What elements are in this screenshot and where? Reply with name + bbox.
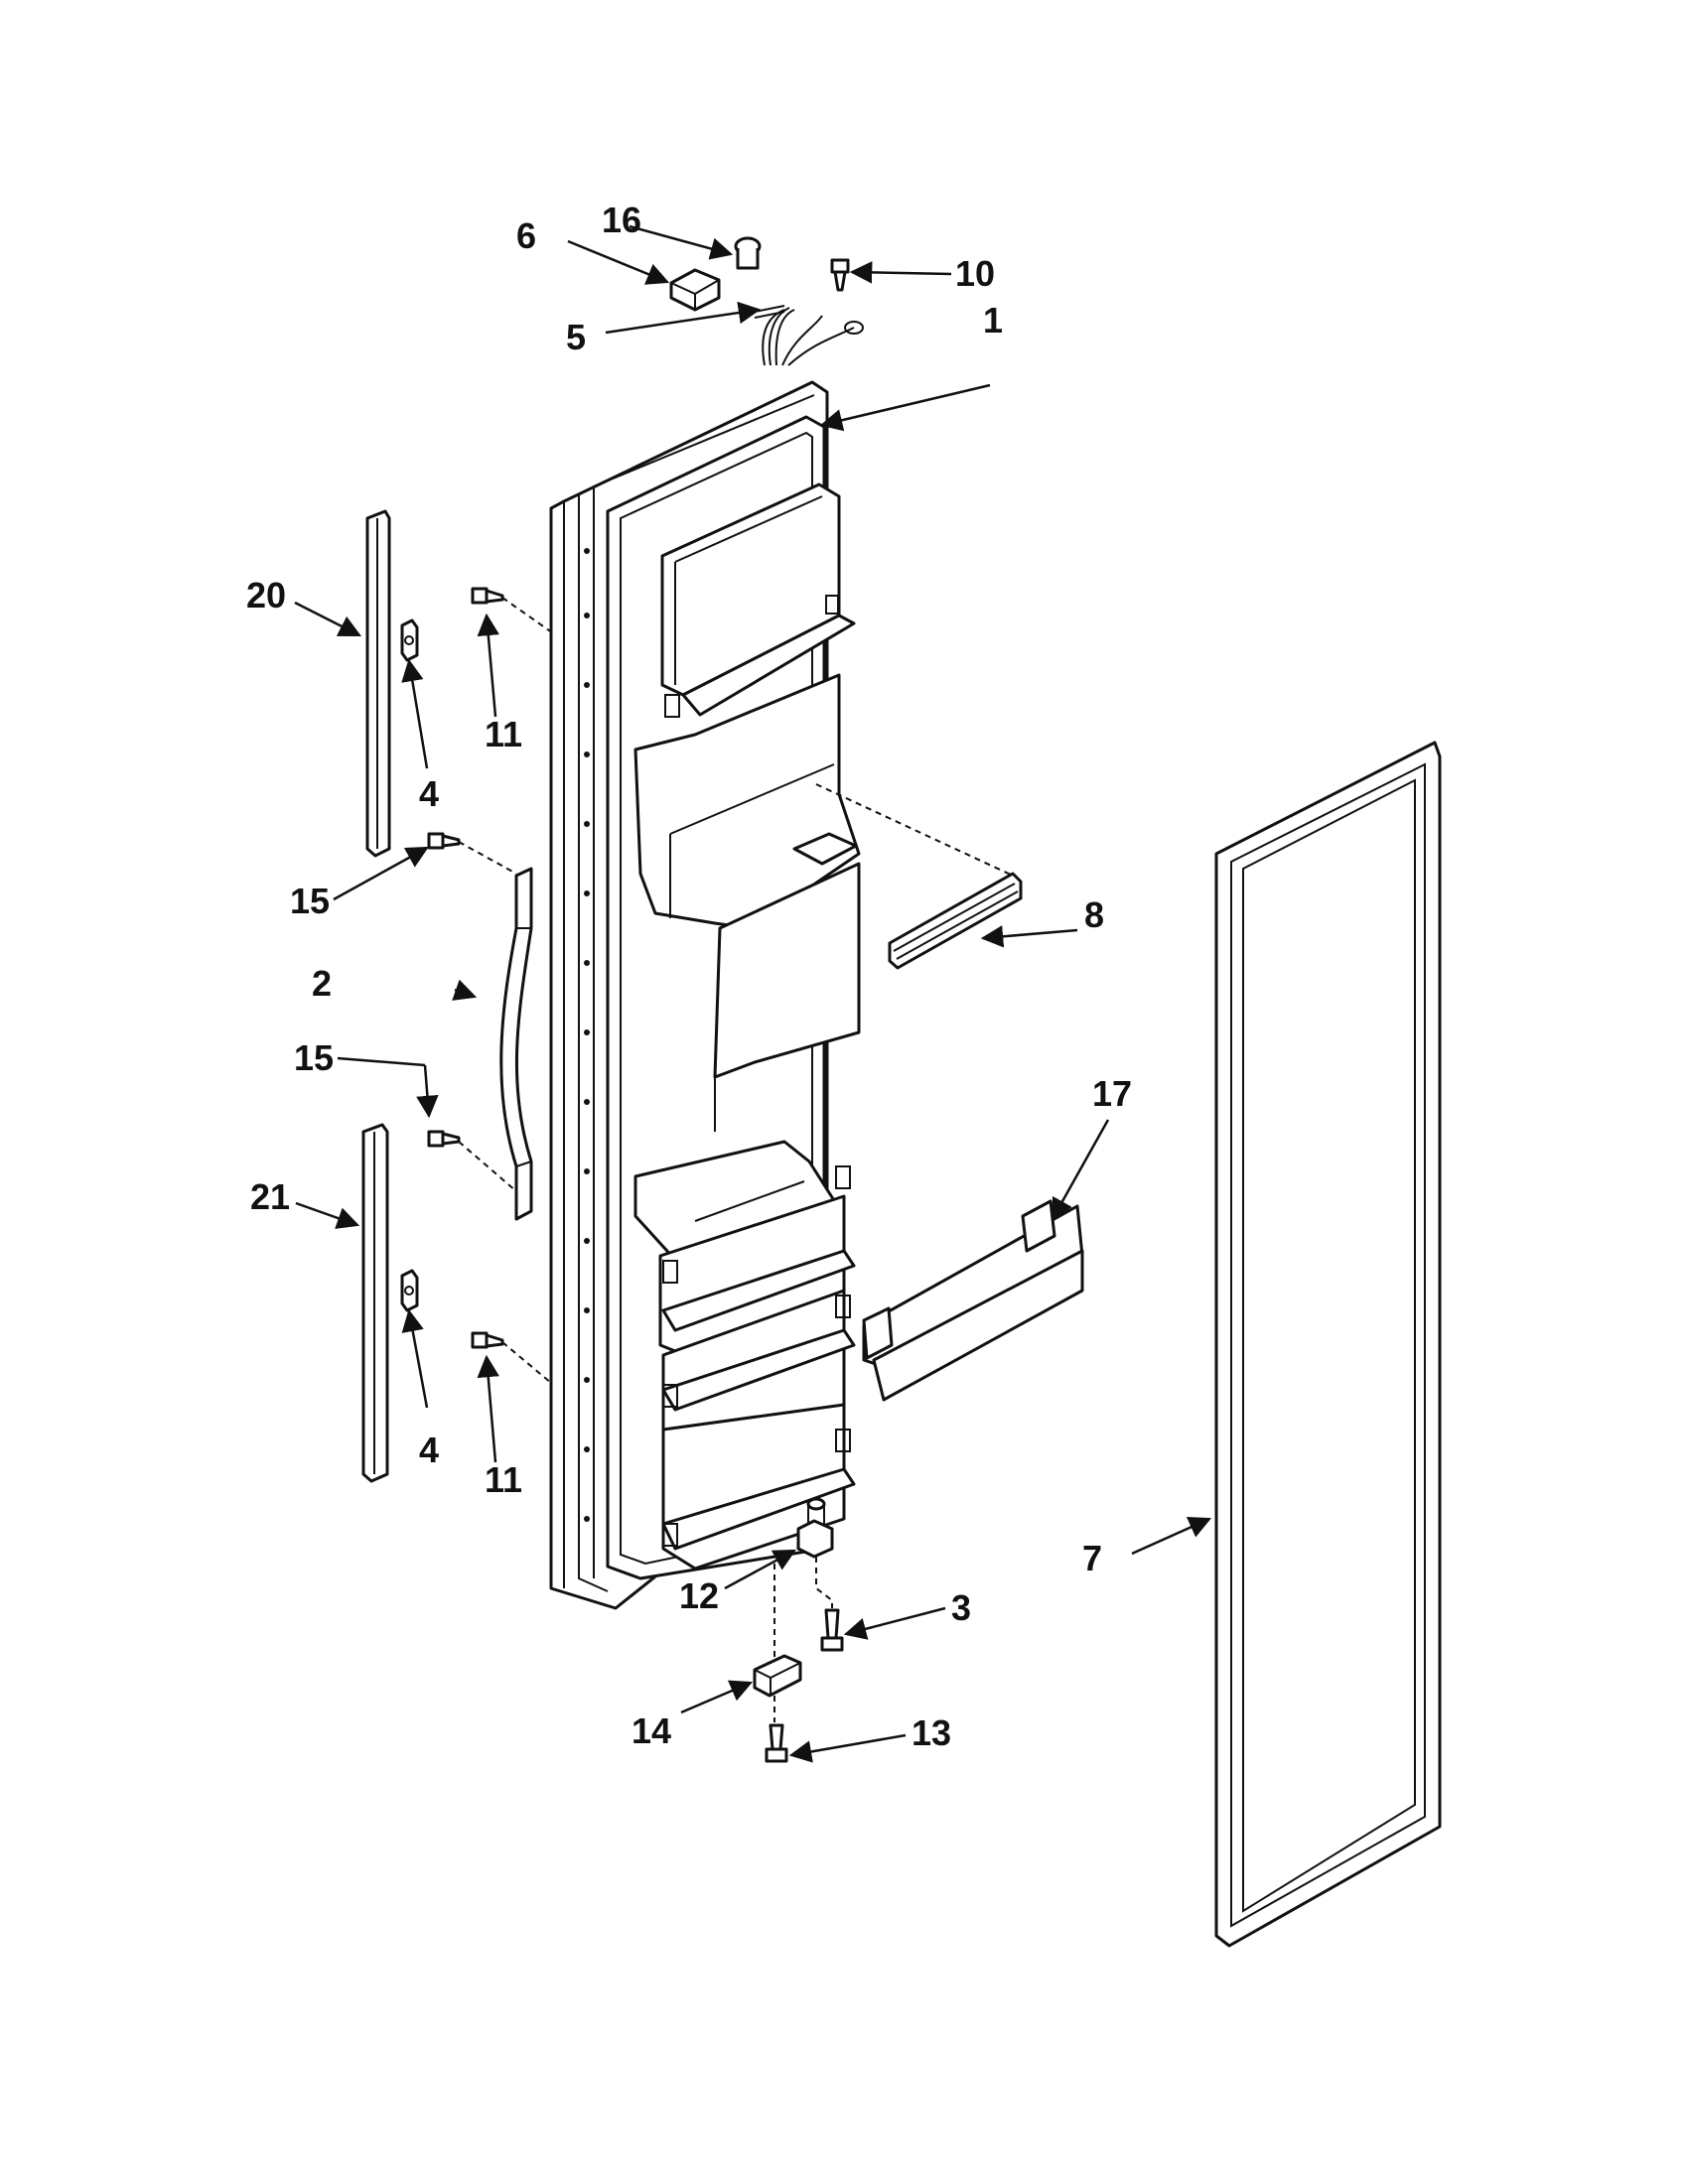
screw-15-upper — [427, 832, 517, 875]
callout-7: 7 — [1082, 1538, 1102, 1578]
screw-3 — [820, 1608, 844, 1652]
door-shelf-bin — [862, 1199, 1084, 1402]
clip-upper — [400, 618, 419, 662]
callout-13: 13 — [912, 1712, 951, 1753]
plug — [734, 236, 762, 270]
callout-3: 3 — [951, 1587, 971, 1628]
trim-rail — [815, 783, 1023, 970]
screw-10 — [830, 258, 850, 292]
leader-lines — [294, 224, 1212, 1763]
callout-17: 17 — [1092, 1073, 1132, 1114]
callout-15-lower: 15 — [294, 1037, 334, 1078]
callout-11-lower: 11 — [485, 1459, 522, 1500]
upper-handle-trim — [365, 509, 391, 858]
callout-15-upper: 15 — [290, 881, 330, 921]
callout-labels: 1 2 3 4 4 5 6 7 8 10 11 11 12 13 14 15 1… — [246, 200, 1132, 1753]
callout-14: 14 — [632, 1710, 671, 1751]
screw-15-lower — [427, 1130, 517, 1192]
callout-20: 20 — [246, 575, 286, 615]
door-liner — [549, 380, 861, 1610]
callout-1: 1 — [983, 300, 1003, 341]
callout-4-lower: 4 — [419, 1430, 439, 1470]
callout-5: 5 — [566, 317, 586, 357]
callout-8: 8 — [1084, 894, 1104, 935]
callout-16: 16 — [602, 200, 641, 240]
screw-11-lower — [471, 1331, 552, 1384]
callout-2: 2 — [312, 963, 332, 1004]
callout-10: 10 — [955, 253, 995, 294]
door-handle — [499, 867, 533, 1221]
lower-handle-trim — [361, 1123, 389, 1483]
callout-12: 12 — [679, 1575, 719, 1616]
hinge-bushing — [773, 1497, 834, 1668]
clip-lower — [400, 1269, 419, 1312]
wire-harness — [754, 305, 864, 366]
callout-21: 21 — [250, 1176, 290, 1217]
connector — [669, 268, 721, 312]
callout-6: 6 — [516, 215, 536, 256]
screw-13 — [765, 1723, 788, 1763]
hinge-bracket — [753, 1654, 802, 1722]
door-edge-rivets — [584, 548, 590, 1522]
screw-11-upper — [471, 587, 557, 636]
callout-11-upper: 11 — [485, 714, 522, 754]
door-gasket — [1214, 741, 1442, 1948]
callout-4-upper: 4 — [419, 773, 439, 814]
